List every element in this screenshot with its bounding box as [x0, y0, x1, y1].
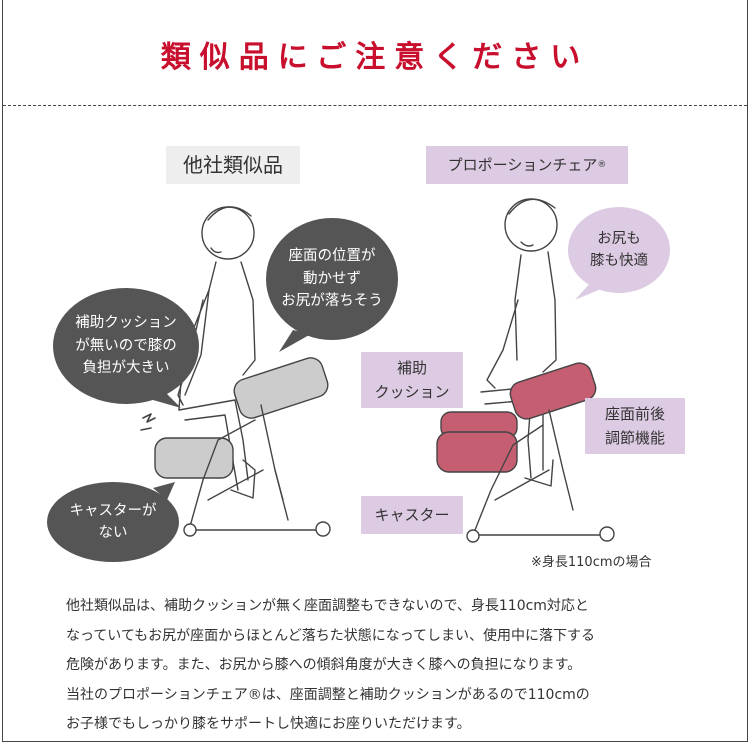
bubble-line: 膝も快適 — [590, 253, 648, 269]
cushion-warning-bubble: 補助クッション が無いので膝の 負担が大きい — [53, 288, 199, 404]
registered-mark: ® — [597, 159, 607, 170]
bubble-tail — [279, 330, 311, 352]
description-line: 当社のプロポーションチェア®は、座面調整と補助クッションがあるので110cmの — [66, 686, 590, 703]
description-line: 他社類似品は、補助クッションが無く座面調整もできないので、身長110cm対応と — [66, 598, 589, 614]
tag-line: 座面前後 — [604, 405, 665, 423]
bubble-line: 負担が大きい — [82, 360, 170, 377]
bubble-tail — [153, 482, 175, 500]
caster-warning-bubble: キャスターが ない — [47, 482, 179, 562]
cushion-tag: 補助 クッション — [361, 352, 463, 408]
comfort-bubble: お尻も 膝も快適 — [568, 207, 670, 293]
product-label: プロポーションチェア® — [426, 146, 628, 184]
tag-line: クッション — [374, 383, 450, 401]
seat-warning-bubble: 座面の位置が 動かせず お尻が落ちそう — [266, 218, 398, 340]
description-line: お子様でもしっかり膝をサポートし快適にお座りいただけます。 — [66, 716, 471, 732]
height-note: ※身長110cmの場合 — [531, 555, 652, 570]
bubble-line: が無いので膝の — [75, 337, 177, 354]
page-title: 類似品にご注意ください — [160, 40, 590, 75]
tag-line: 調節機能 — [604, 429, 665, 447]
bubble-line: 座面の位置が — [288, 248, 376, 265]
tag-line: 補助 — [396, 359, 427, 377]
bubble-line: 補助クッション — [75, 315, 177, 332]
product-name: プロポーションチェア — [447, 156, 598, 174]
description-line: なっていてもお尻が座面からほとんど落ちた状態になってしまい、使用中に落下する — [66, 627, 596, 644]
bubble-line: お尻が落ちそう — [281, 293, 383, 310]
bubble-line: お尻も — [597, 230, 641, 247]
bubble-line: 動かせず — [303, 270, 361, 287]
description-text: 他社類似品は、補助クッションが無く座面調整もできないので、身長110cm対応と … — [66, 592, 726, 740]
caster-tag: キャスター — [361, 496, 463, 534]
proportion-chair-figure — [436, 198, 615, 543]
dashed-divider — [3, 105, 747, 106]
description-line: 危険があります。また、お尻から膝への傾斜角度が大きく膝への負担になります。 — [66, 657, 582, 673]
competitor-label: 他社類似品 — [166, 146, 300, 184]
bubble-line: キャスターが — [69, 502, 157, 519]
bubble-line: ない — [98, 525, 128, 541]
seat-adjust-tag: 座面前後 調節機能 — [585, 398, 685, 454]
